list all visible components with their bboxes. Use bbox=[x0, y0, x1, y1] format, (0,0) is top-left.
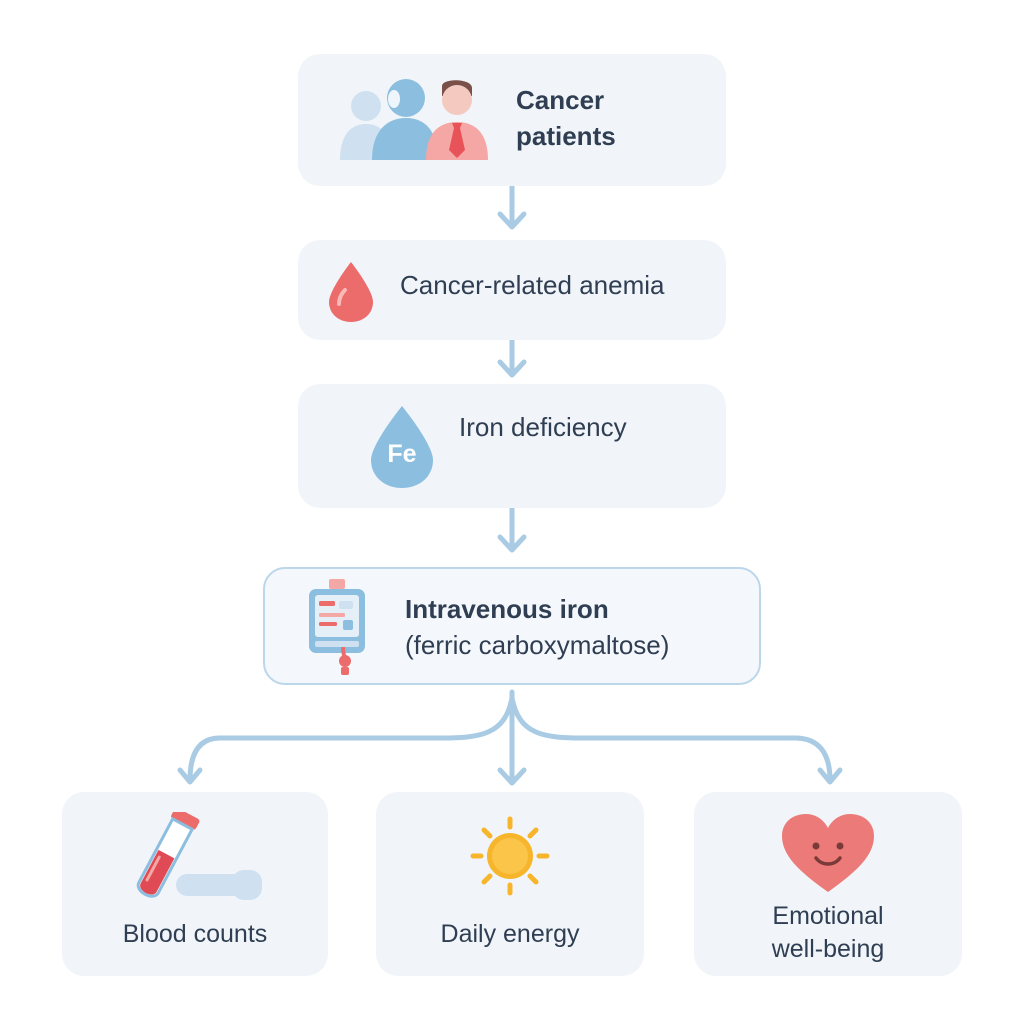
arrow-iv-iron-to-blood-counts bbox=[177, 695, 515, 785]
node-cancer-related-anemia: Cancer-related anemia bbox=[298, 240, 726, 340]
blood-drop-icon bbox=[329, 262, 373, 322]
node-cancer-related-anemia-label: Cancer-related anemia bbox=[400, 270, 665, 300]
test-tube-icon bbox=[136, 812, 262, 900]
node-intravenous-iron: Intravenous iron (ferric carboxymaltose) bbox=[263, 567, 761, 685]
arrow-iron-deficiency-to-iv-iron bbox=[497, 499, 527, 553]
node-emotional-well-being: Emotional well-being bbox=[694, 792, 962, 976]
node-blood-counts: Blood counts bbox=[62, 792, 328, 976]
arrow-anemia-to-iron-deficiency bbox=[497, 331, 527, 378]
arrow-iv-iron-to-emotional bbox=[509, 695, 843, 785]
node-blood-counts-label: Blood counts bbox=[122, 920, 268, 948]
node-daily-energy: Daily energy bbox=[376, 792, 644, 976]
iv-infusion-bag-icon bbox=[309, 579, 365, 675]
sun-icon bbox=[470, 816, 550, 896]
node-cancer-patients: Cancer patients bbox=[298, 54, 726, 186]
node-cancer-patients-line2: patients bbox=[516, 121, 616, 151]
node-iron-deficiency: Fe Iron deficiency bbox=[298, 384, 726, 508]
iron-drop-icon bbox=[371, 406, 433, 488]
node-emotional-line2: well-being bbox=[771, 935, 885, 963]
node-daily-energy-label: Daily energy bbox=[440, 920, 580, 948]
node-emotional-line1: Emotional bbox=[772, 902, 884, 930]
node-cancer-patients-line1: Cancer bbox=[516, 85, 605, 115]
node-iron-deficiency-label: Iron deficiency bbox=[459, 412, 627, 442]
smiling-heart-icon bbox=[782, 814, 874, 892]
node-intravenous-iron-line1: Intravenous iron bbox=[405, 594, 609, 624]
people-group-icon bbox=[340, 79, 488, 160]
node-intravenous-iron-line2: (ferric carboxymaltose) bbox=[405, 630, 670, 660]
iron-drop-icon-label: Fe bbox=[387, 440, 417, 468]
arrow-patients-to-anemia bbox=[497, 179, 527, 230]
